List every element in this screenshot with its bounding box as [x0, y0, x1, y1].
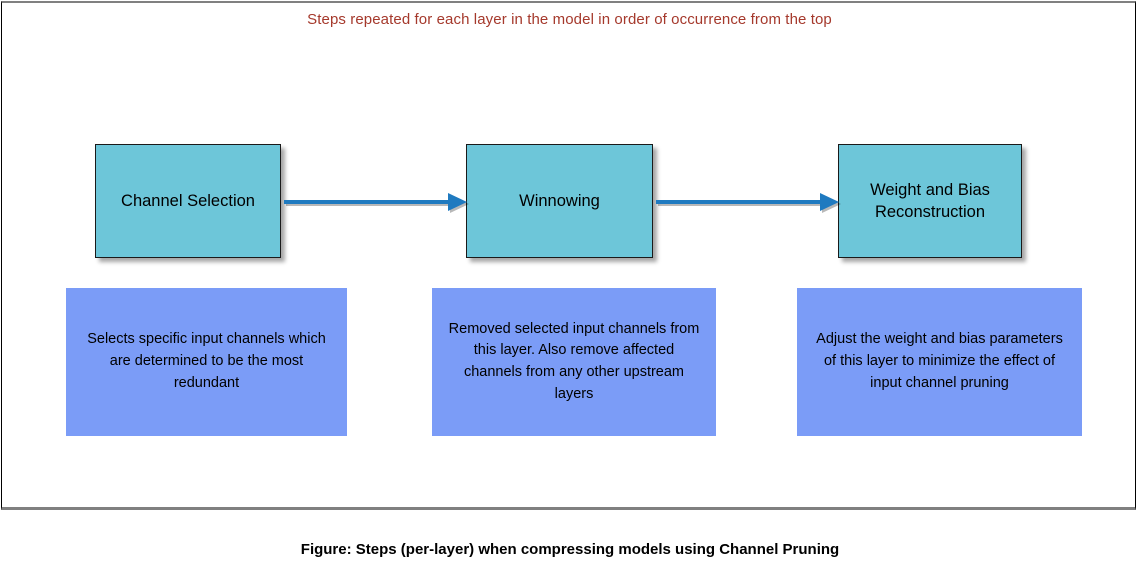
description-box-channel-selection: Selects specific input channels which ar…: [66, 288, 347, 436]
description-box-winnowing: Removed selected input channels from thi…: [432, 288, 716, 436]
diagram-frame: Steps repeated for each layer in the mod…: [1, 1, 1136, 510]
arrow-step2-to-step3-icon: [656, 193, 841, 213]
figure-caption: Figure: Steps (per-layer) when compressi…: [300, 541, 840, 558]
step-box-label: Weight and Bias Reconstruction: [870, 180, 990, 221]
step-box-weight-and-bias-reconstruction: Weight and Bias Reconstruction: [838, 144, 1022, 258]
diagram-top-note: Steps repeated for each layer in the mod…: [307, 11, 832, 28]
description-text: Adjust the weight and bias parameters of…: [816, 331, 1063, 391]
arrow-step1-to-step2-icon: [284, 193, 469, 213]
step-box-channel-selection: Channel Selection: [95, 144, 281, 258]
step-box-label: Channel Selection: [121, 191, 255, 210]
step-box-label: Winnowing: [519, 191, 600, 210]
description-text: Removed selected input channels from thi…: [448, 320, 700, 402]
description-box-weight-and-bias-reconstruction: Adjust the weight and bias parameters of…: [797, 288, 1082, 436]
step-box-winnowing: Winnowing: [466, 144, 653, 258]
description-text: Selects specific input channels which ar…: [87, 331, 326, 391]
